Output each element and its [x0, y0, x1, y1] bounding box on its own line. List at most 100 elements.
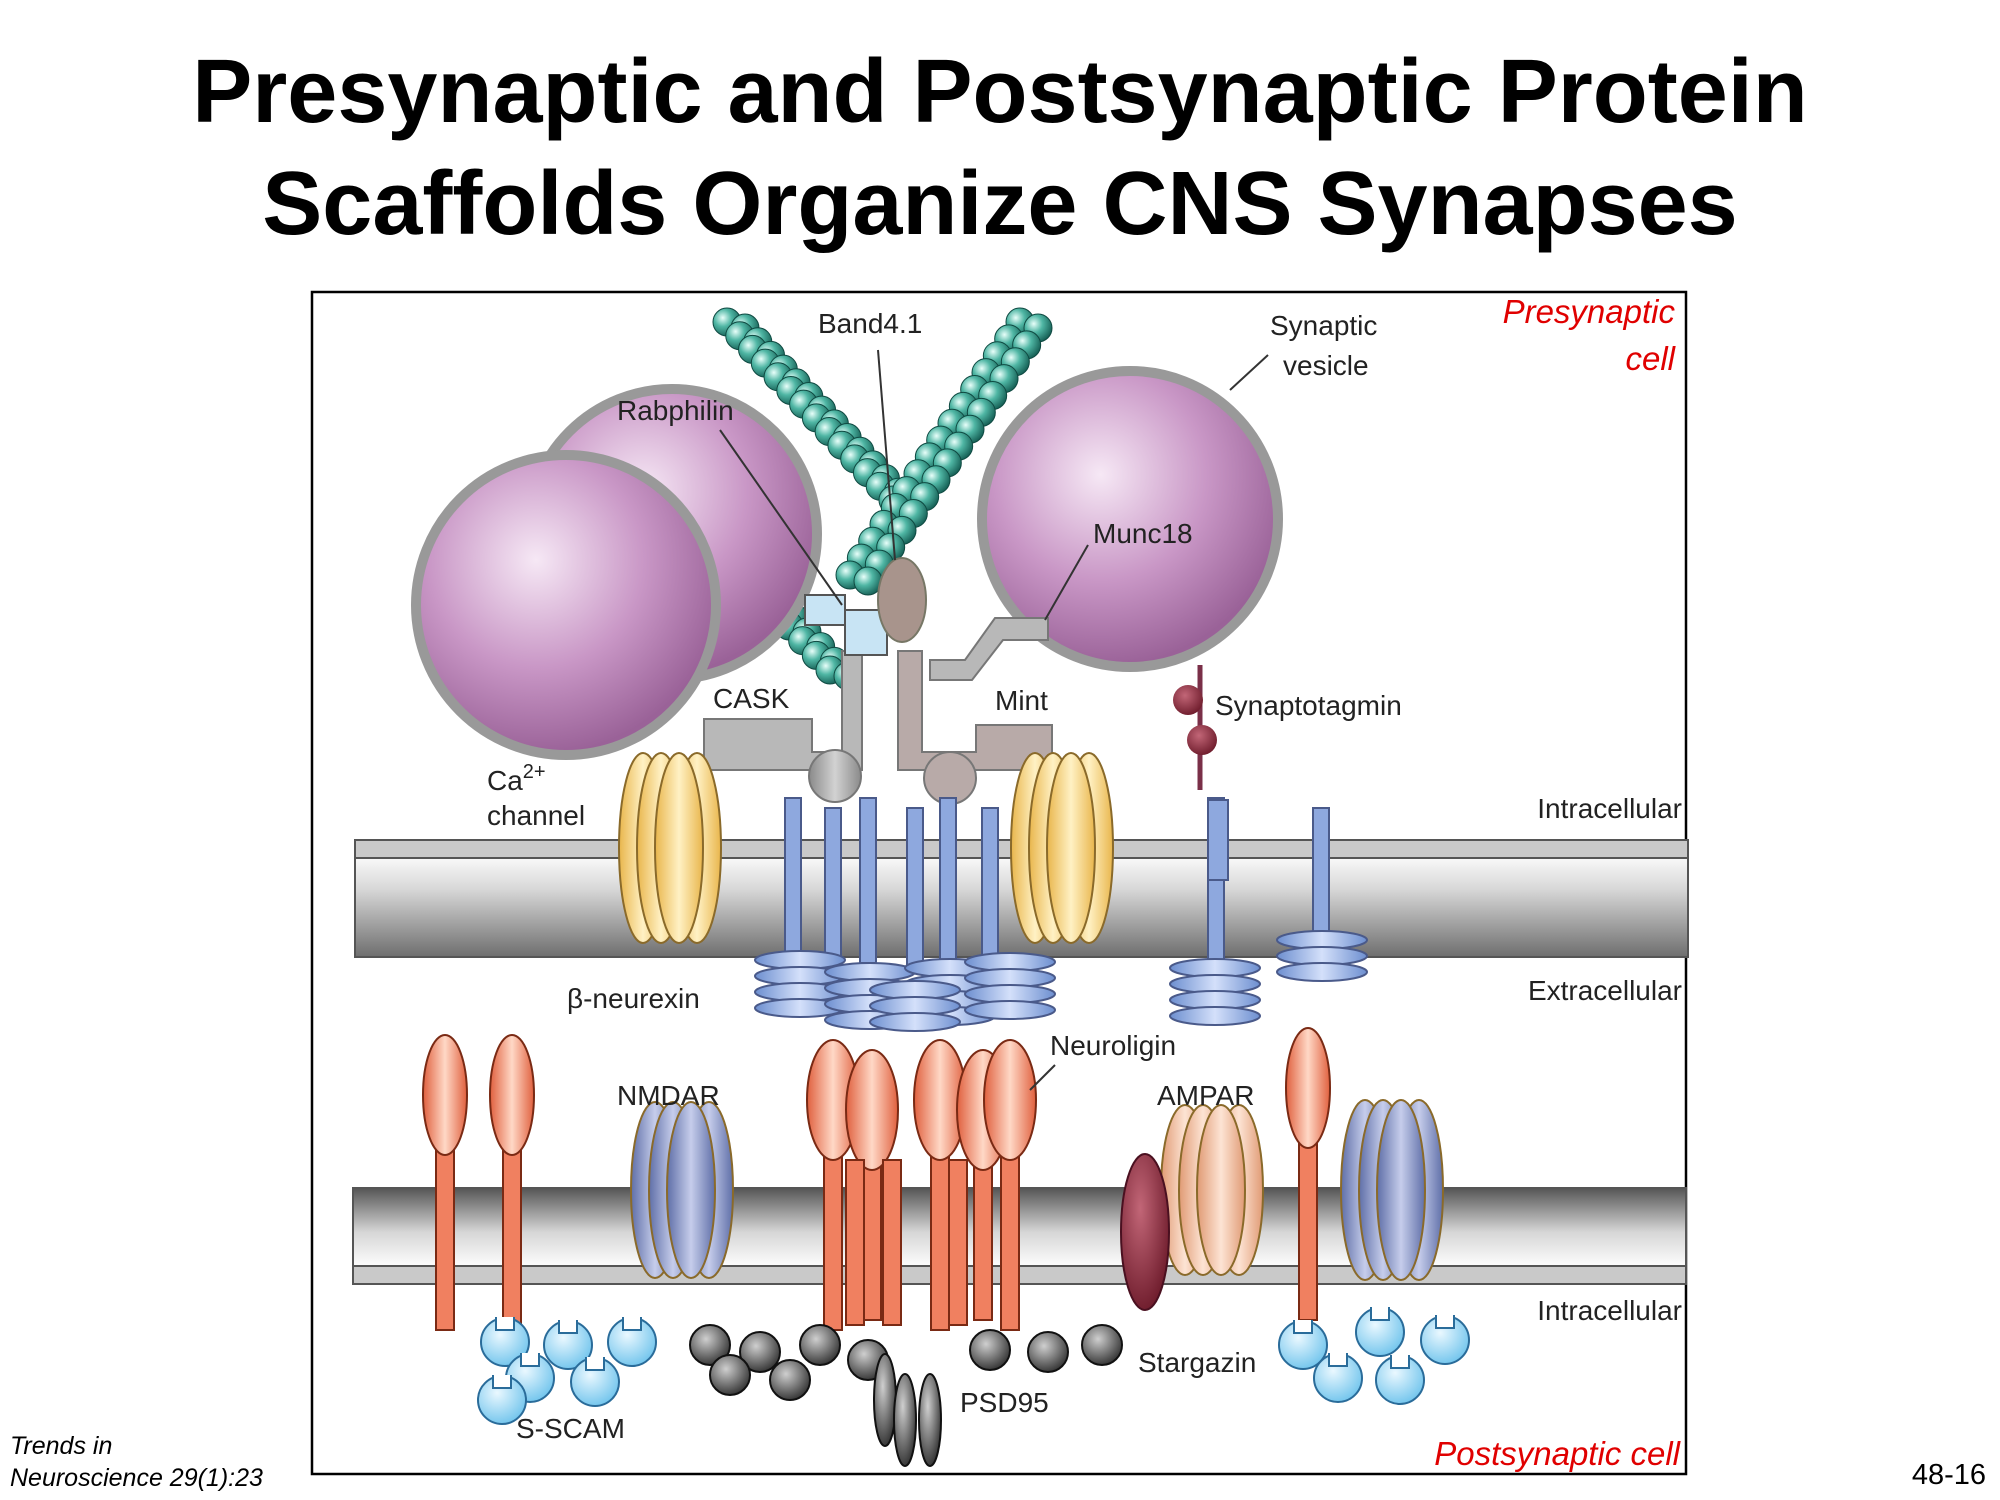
- neuroligin: [913, 1039, 967, 1331]
- extracellular-label: Extracellular: [1528, 975, 1682, 1006]
- s-scam-domain-notch: [622, 1317, 642, 1331]
- citation: Trends in Neuroscience 29(1):23: [10, 1430, 263, 1494]
- nmdar-label: NMDAR: [617, 1080, 720, 1111]
- ca-channel-base: Ca: [487, 765, 523, 796]
- beta-neurexin-label: β-neurexin: [567, 983, 700, 1014]
- title-line-1: Presynaptic and Postsynaptic Protein: [192, 42, 1808, 142]
- cask-label: CASK: [713, 683, 790, 714]
- vesicle-right: [977, 366, 1283, 672]
- neuroligin: [806, 1039, 860, 1331]
- ca-channel-label-2: channel: [487, 800, 585, 831]
- blue-receptor-right: [1340, 1099, 1444, 1281]
- psd95-domain: [1081, 1324, 1123, 1366]
- postsynaptic-proteins: [422, 1027, 1470, 1467]
- psd95-guk: [873, 1353, 897, 1447]
- intracellular-top-label: Intracellular: [1537, 793, 1682, 824]
- neurexin-rod: [906, 807, 924, 974]
- adhesion-stalk: [1298, 1137, 1318, 1321]
- postsynaptic-cell-label: Postsynaptic cell: [1434, 1435, 1681, 1472]
- psd95-domain: [969, 1329, 1011, 1371]
- adhesion-molecule: [422, 1034, 468, 1331]
- s-scam-domain-notch: [495, 1317, 515, 1331]
- neurexin-rod: [784, 797, 802, 964]
- vesicle-left: [411, 450, 721, 760]
- s-scam-domain-notch: [520, 1353, 540, 1367]
- rabphilin-label: Rabphilin: [617, 395, 734, 426]
- neuroligin-head: [845, 1049, 899, 1171]
- channel-lobe: [666, 1101, 716, 1279]
- neuroligin-stalk: [882, 1159, 902, 1326]
- citation-line-2: Neuroscience 29(1):23: [10, 1464, 263, 1492]
- neuroligin-stalk: [973, 1149, 993, 1321]
- psd95-domain: [769, 1359, 811, 1401]
- synaptic-vesicles: [411, 366, 1283, 760]
- neurexin-disc: [964, 1000, 1056, 1020]
- psd95-label: PSD95: [960, 1387, 1049, 1418]
- neurexin-disc: [1276, 962, 1368, 982]
- neurexin-rod: [824, 807, 842, 974]
- s-scam-domain-notch: [1390, 1355, 1410, 1369]
- citation-line-1: Trends in: [10, 1432, 113, 1460]
- synaptic-vesicle-label-1: Synaptic: [1270, 310, 1377, 341]
- ampar-receptor: [1160, 1104, 1264, 1276]
- band41-blob: [877, 557, 927, 643]
- psd95-domain: [739, 1331, 781, 1373]
- leader-lines: [719, 349, 1269, 1091]
- adhesion-molecule: [489, 1034, 535, 1326]
- stargazin-protein: [1120, 1153, 1170, 1311]
- adhesion-head: [1285, 1027, 1331, 1149]
- channel-lobe: [654, 752, 704, 944]
- slide-title: Presynaptic and Postsynaptic Protein Sca…: [0, 36, 2000, 260]
- neurexin-rod: [981, 807, 999, 974]
- neuroligin: [983, 1039, 1037, 1331]
- cask-pdz: [808, 749, 862, 803]
- synaptotagmin-label: Synaptotagmin: [1215, 690, 1402, 721]
- s-scam-domain-notch: [1370, 1307, 1390, 1321]
- psd95-domain: [799, 1324, 841, 1366]
- adhesion-head: [489, 1034, 535, 1156]
- neuroligin-stalk: [948, 1159, 968, 1326]
- presynaptic-cell-label-1: Presynaptic: [1503, 293, 1676, 330]
- ca-channels: [618, 752, 1114, 944]
- neuroligin: [845, 1049, 899, 1321]
- beta-neurexin-group: [754, 797, 1368, 1032]
- neuroligin-stalk: [1000, 1149, 1020, 1331]
- ca-channel-sup: 2+: [523, 761, 546, 783]
- ca-channel-label-1: Ca2+: [487, 761, 546, 796]
- ca-channel-left: [618, 752, 722, 944]
- nmdar-receptor: [630, 1101, 734, 1279]
- s-scam-domain-notch: [492, 1375, 512, 1389]
- s-scam-domain-notch: [558, 1320, 578, 1334]
- mint-pdz: [923, 751, 977, 805]
- neuroligin-stalk: [845, 1159, 865, 1326]
- munc18-link: [929, 617, 1049, 681]
- psd95-domain: [709, 1354, 751, 1396]
- cask-shape: [703, 650, 863, 771]
- mint-label: Mint: [995, 685, 1048, 716]
- neuroligin-stalk: [862, 1149, 882, 1321]
- stargazin-label: Stargazin: [1138, 1347, 1256, 1378]
- channel-lobe: [1376, 1099, 1426, 1281]
- neurexin-disc: [869, 1012, 961, 1032]
- synaptic-vesicle-label-2: vesicle: [1283, 350, 1369, 381]
- adhesion-molecule: [1285, 1027, 1331, 1321]
- ampar-label: AMPAR: [1157, 1080, 1255, 1111]
- channel-lobe: [1196, 1104, 1246, 1276]
- s-scam-domain-notch: [585, 1357, 605, 1371]
- psd95-domain: [1027, 1331, 1069, 1373]
- psd95-guk: [893, 1373, 917, 1467]
- adhesion-stalk: [502, 1144, 522, 1326]
- s-scam-domain-notch: [1293, 1320, 1313, 1334]
- neurexin-rod: [859, 797, 877, 964]
- s-scam-domain-notch: [1328, 1353, 1348, 1367]
- presynaptic-cell-label-2: cell: [1625, 340, 1676, 377]
- neurexin-rod: [939, 797, 957, 964]
- s-scam-domain-notch: [1435, 1315, 1455, 1329]
- s-scam-label: S-SCAM: [516, 1413, 625, 1444]
- neuroligin-stalk: [930, 1149, 950, 1331]
- psd95-domain: [689, 1324, 731, 1366]
- neuroligin-head: [983, 1039, 1037, 1161]
- neuroligin-label: Neuroligin: [1050, 1030, 1176, 1061]
- intracellular-bottom-label: Intracellular: [1537, 1295, 1682, 1326]
- band41-label: Band4.1: [818, 308, 922, 339]
